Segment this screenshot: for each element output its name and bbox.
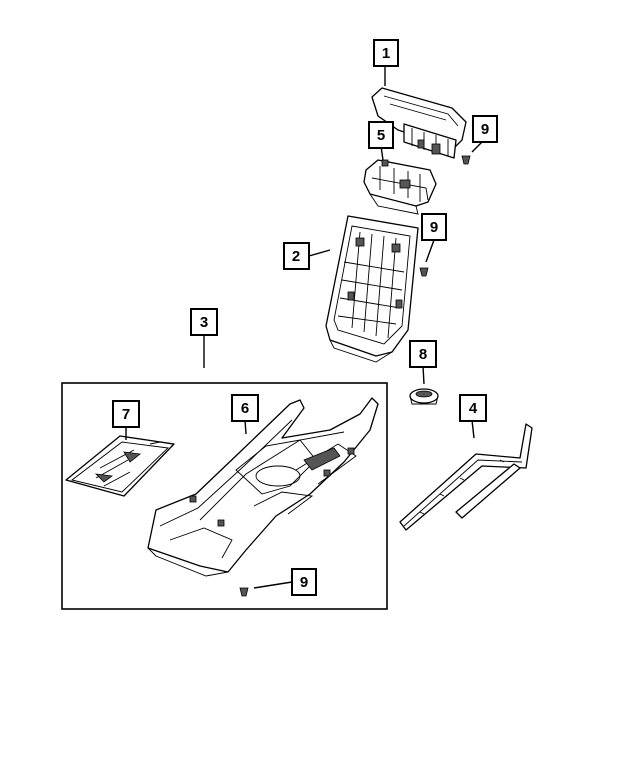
callout-7: 7 [112, 400, 140, 428]
leader-8 [422, 365, 425, 385]
svg-text:1: 1 [382, 45, 390, 62]
svg-text:3: 3 [200, 314, 208, 331]
part-6-console-base [147, 397, 379, 577]
svg-text:4: 4 [469, 400, 478, 417]
callout-3: 3 [190, 308, 218, 336]
leader-9b [425, 239, 435, 263]
part-9-clip-middle [419, 267, 429, 277]
part-9-clip-upper [461, 155, 471, 165]
callout-5: 5 [368, 121, 394, 149]
part-4-trim-strip [399, 423, 533, 531]
svg-text:7: 7 [122, 406, 130, 423]
svg-text:8: 8 [419, 346, 427, 363]
leader-4 [471, 419, 475, 439]
part-8-cap [409, 388, 439, 405]
assembly-frame [61, 382, 388, 610]
svg-text:5: 5 [377, 127, 385, 144]
callout-8: 8 [409, 340, 437, 368]
callout-9-upper: 9 [472, 115, 498, 143]
part-9-clip-lower [239, 587, 249, 597]
leader-6 [244, 419, 247, 435]
leader-2 [308, 249, 331, 257]
callout-1: 1 [373, 39, 399, 67]
callout-9-lower: 9 [291, 568, 317, 596]
part-5-storage-bin [363, 159, 437, 215]
leader-9c [253, 581, 293, 589]
part-2-rear-panel [325, 215, 419, 363]
callout-9-middle: 9 [421, 213, 447, 241]
part-7-mat [65, 435, 175, 497]
svg-text:6: 6 [241, 400, 249, 417]
svg-text:9: 9 [430, 219, 438, 236]
part-1-armrest-lid [371, 87, 467, 159]
callout-4: 4 [459, 394, 487, 422]
callout-2: 2 [283, 242, 310, 270]
svg-text:9: 9 [300, 574, 308, 591]
svg-text:9: 9 [481, 121, 489, 138]
svg-text:2: 2 [292, 248, 300, 265]
callout-6: 6 [231, 394, 259, 422]
